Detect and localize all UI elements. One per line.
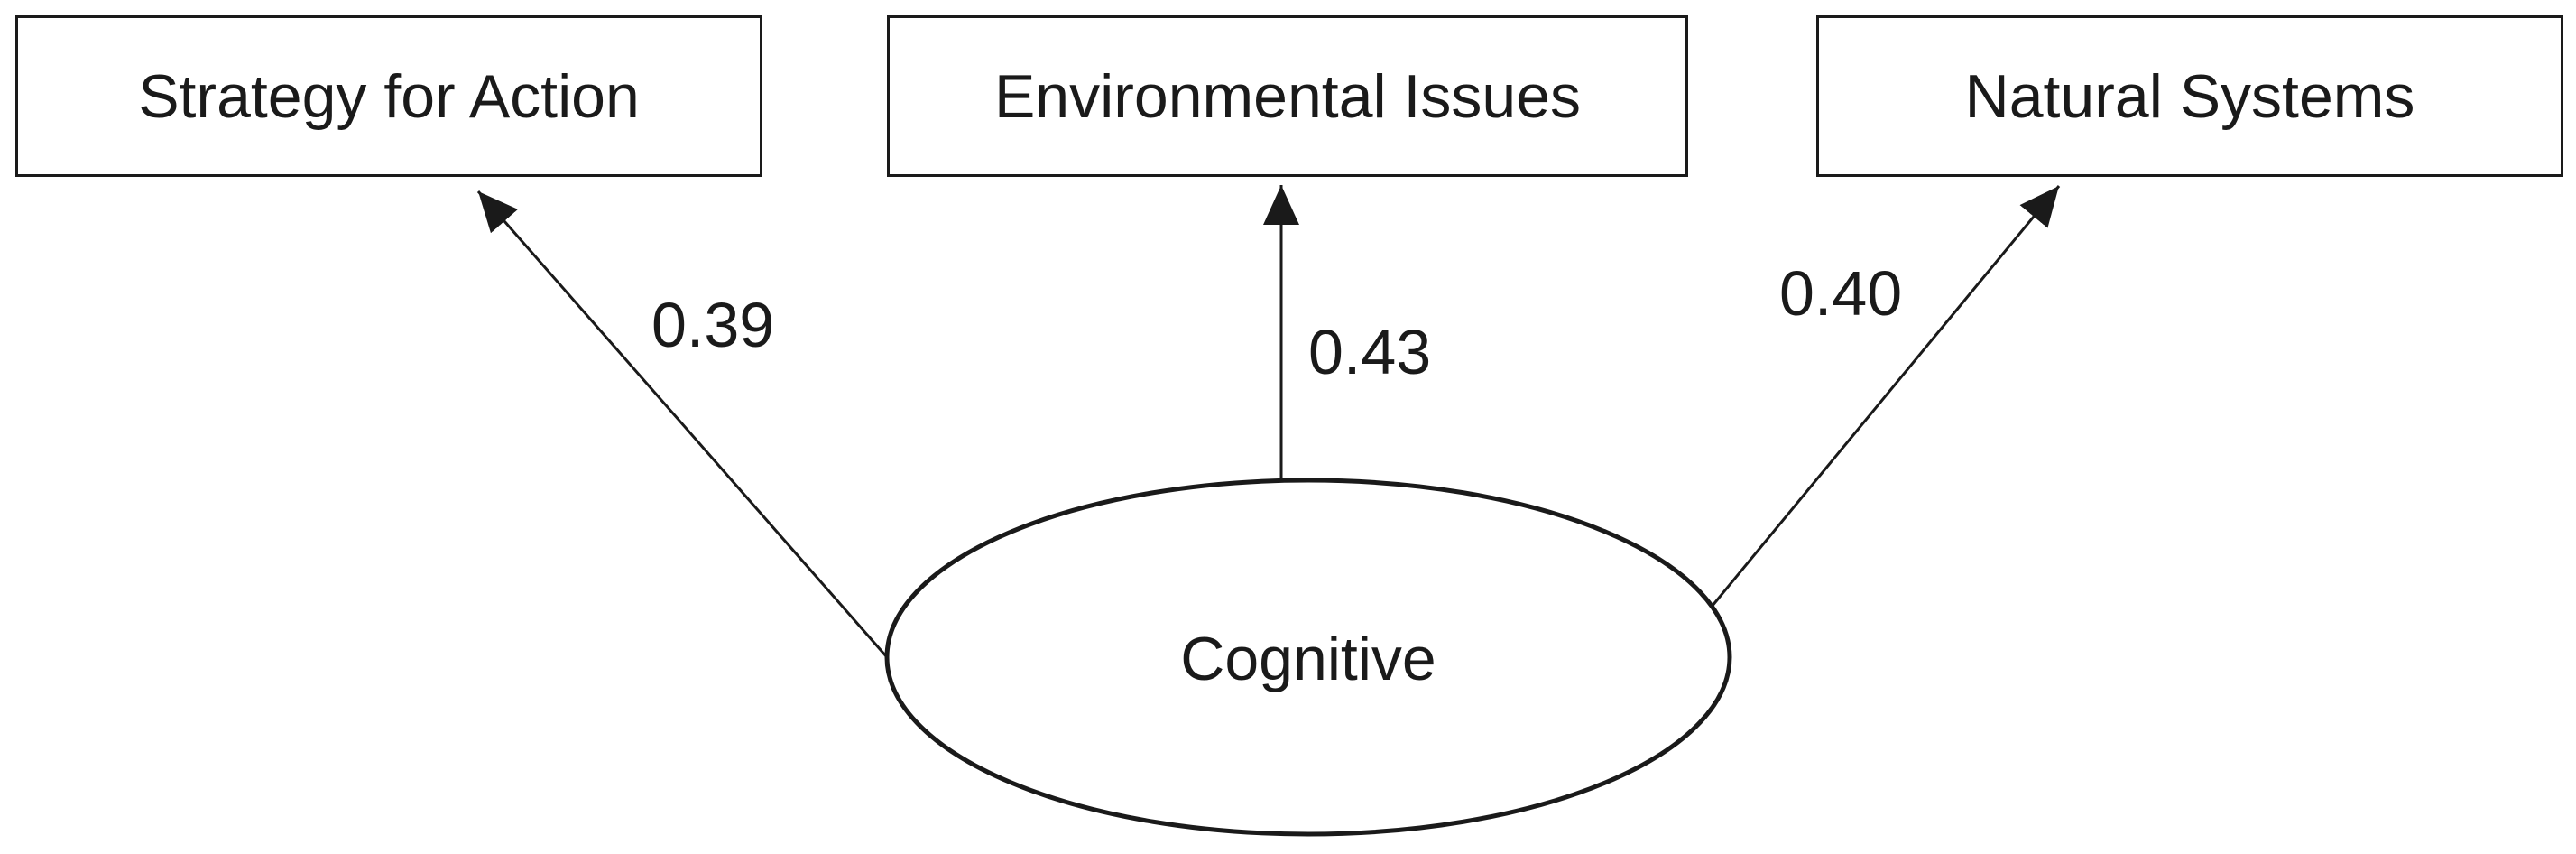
indicator-natural-label: Natural Systems — [1964, 61, 2415, 131]
latent-label-wrapper: Cognitive — [887, 596, 1730, 722]
indicator-natural-box: Natural Systems — [1816, 15, 2563, 177]
indicator-environmental-label: Environmental Issues — [993, 61, 1582, 131]
weight-natural: 0.40 — [1779, 258, 1903, 329]
latent-ellipse — [884, 478, 1732, 837]
arrow-to-natural — [1710, 185, 2061, 608]
indicator-environmental-box: Environmental Issues — [887, 15, 1688, 177]
weight-strategy: 0.39 — [651, 290, 775, 360]
arrow-to-strategy — [476, 190, 889, 658]
indicator-strategy-box: Strategy for Action — [15, 15, 762, 177]
latent-label: Cognitive — [1180, 625, 1436, 693]
indicator-strategy-label: Strategy for Action — [138, 61, 640, 131]
weight-environmental: 0.43 — [1308, 317, 1432, 387]
